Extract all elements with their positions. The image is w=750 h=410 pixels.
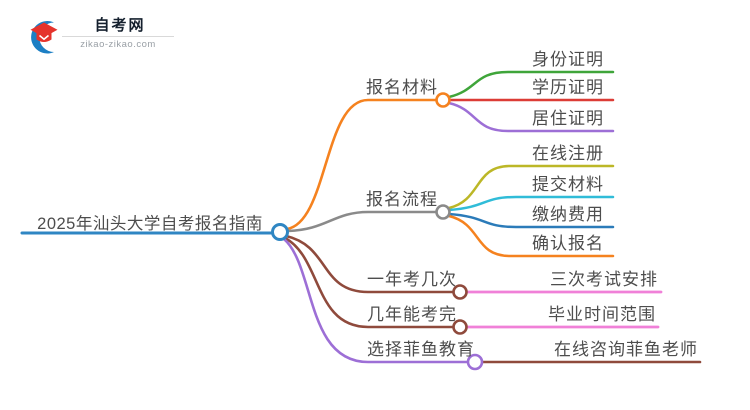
leaf-line-online-register [447, 164, 615, 210]
leaf-label-online-consult-feiyu-teacher: 在线咨询菲鱼老师 [554, 340, 698, 359]
leaf-label-graduation-time-range: 毕业时间范围 [548, 305, 656, 324]
branch-curve-years-to-complete [283, 236, 454, 329]
leaf-label-online-register: 在线注册 [532, 144, 604, 163]
branch-curve-materials [285, 98, 439, 231]
leaf-label-pay-fees: 缴纳费用 [532, 205, 604, 224]
branch-label-years-to-complete: 几年能考完 [367, 305, 457, 324]
leaf-line-confirm-registration [447, 214, 615, 258]
site-logo[interactable]: 自考网 zikao-zikao.com [24, 12, 174, 62]
leaf-line-pay-fees [447, 212, 615, 229]
leaf-label-confirm-registration: 确认报名 [532, 234, 604, 253]
branch-label-exams-per-year: 一年考几次 [367, 270, 457, 289]
branch-label-choose-feiyu: 选择菲鱼教育 [367, 340, 475, 359]
node-circle-choose-feiyu [466, 353, 484, 371]
branch-curve-process [286, 210, 439, 233]
logo-divider [62, 36, 174, 37]
graduation-cap-logo-icon [30, 21, 58, 54]
root-topic-label: 2025年汕头大学自考报名指南 [37, 215, 263, 233]
node-circle-years-to-complete [452, 319, 468, 335]
node-circle-exams-per-year [452, 284, 468, 300]
node-circle-process [435, 204, 451, 220]
leaf-line-id-proof [447, 70, 615, 99]
site-name: 自考网 [94, 17, 146, 34]
root-hub-circle [271, 223, 289, 241]
leaf-label-three-exam-schedule: 三次考试安排 [550, 270, 658, 289]
leaf-label-submit-materials: 提交材料 [532, 175, 604, 194]
branch-curve-exams-per-year [284, 234, 454, 294]
leaf-label-residence-proof: 居住证明 [532, 109, 604, 128]
leaf-line-submit-materials [447, 195, 615, 212]
site-domain: zikao-zikao.com [80, 39, 156, 50]
leaf-label-id-proof: 身份证明 [532, 50, 604, 69]
branch-label-process: 报名流程 [366, 190, 438, 209]
node-circle-materials [435, 92, 451, 108]
leaf-label-education-proof: 学历证明 [532, 78, 604, 97]
branch-curve-choose-feiyu [282, 237, 469, 364]
branch-label-materials: 报名材料 [366, 78, 438, 97]
leaf-line-residence-proof [447, 101, 615, 133]
